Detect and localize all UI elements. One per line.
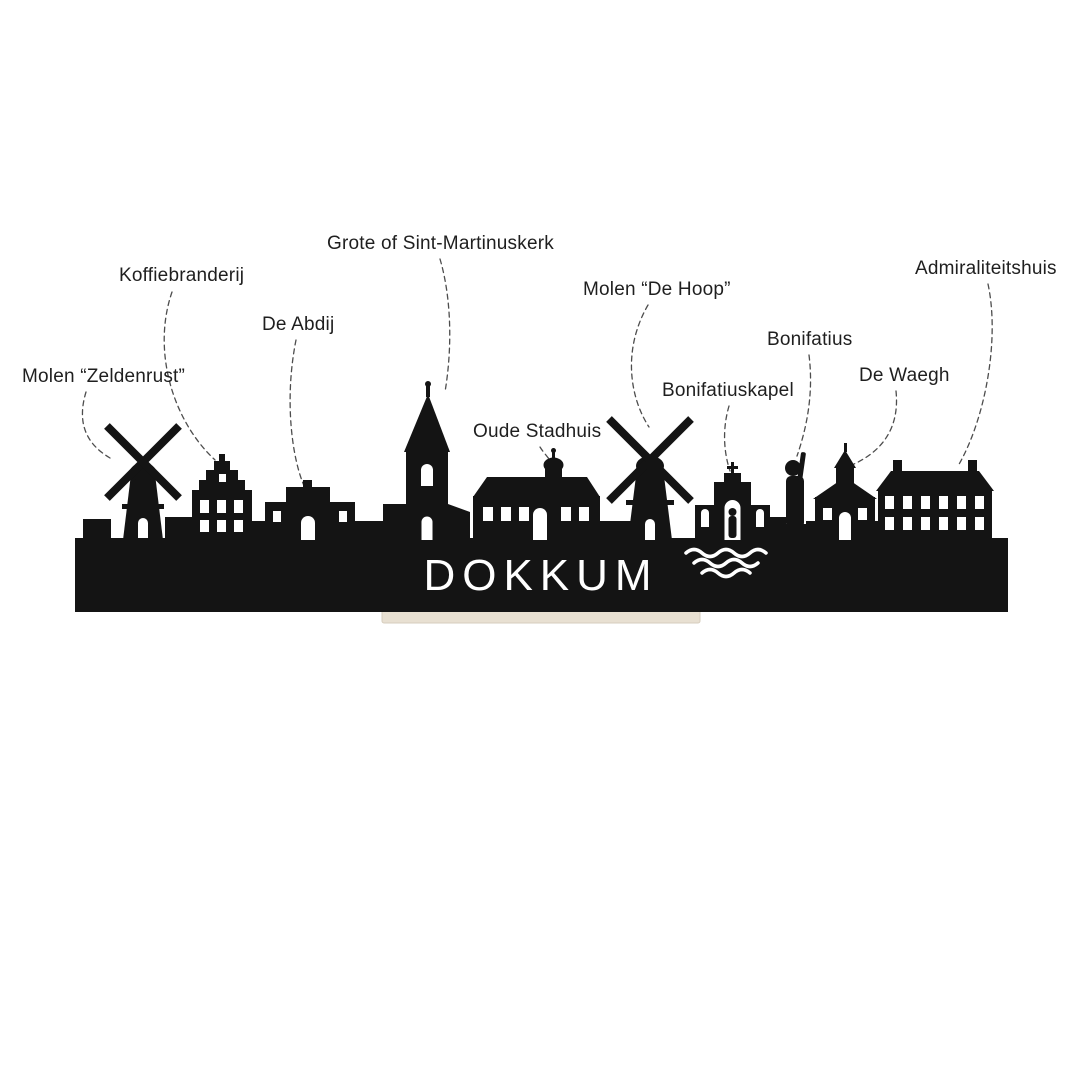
chapel-niche-figure: [728, 508, 737, 538]
leader-line-koffiebranderij: [163, 291, 216, 461]
label-admiraliteitshuis: Admiraliteitshuis: [915, 258, 1057, 279]
leader-line-bonifatiuskapel: [723, 405, 731, 472]
label-bonifatius: Bonifatius: [767, 329, 853, 350]
label-molen-zeldenrust: Molen “Zeldenrust”: [22, 366, 186, 387]
leader-line-molen-de-hoop: [630, 304, 650, 428]
leader-line-bonifatius: [796, 354, 812, 457]
statue-bonifatius: [782, 452, 808, 540]
leader-line-oude-stadhuis: [539, 446, 552, 463]
leader-line-de-waegh: [853, 390, 898, 465]
label-sint-martinuskerk: Grote of Sint-Martinuskerk: [327, 233, 554, 254]
building-sint-martinuskerk: [383, 381, 470, 540]
leader-line-molen-zeldenrust: [81, 391, 111, 459]
label-koffiebranderij: Koffiebranderij: [119, 265, 245, 286]
building-molen-de-hoop: [606, 416, 694, 540]
building-admiraliteitshuis: [876, 460, 994, 540]
skyline-base: [75, 538, 1008, 612]
silhouette-cutouts: DOKKUM: [138, 464, 984, 600]
skyline-silhouette: [75, 381, 1008, 612]
label-de-waegh: De Waegh: [859, 365, 950, 386]
city-name: DOKKUM: [423, 551, 658, 600]
label-bonifatiuskapel: Bonifatiuskapel: [662, 380, 794, 401]
leader-line-sint-martinuskerk: [439, 258, 451, 393]
leader-line-admiraliteitshuis: [957, 283, 993, 467]
label-oude-stadhuis: Oude Stadhuis: [473, 421, 602, 442]
label-de-abdij: De Abdij: [262, 314, 335, 335]
label-molen-de-hoop: Molen “De Hoop”: [583, 279, 731, 300]
leader-line-de-abdij: [289, 339, 306, 489]
wave-cutouts: [684, 547, 768, 579]
building-molen-zeldenrust: [104, 423, 182, 540]
leader-lines: [81, 258, 993, 489]
